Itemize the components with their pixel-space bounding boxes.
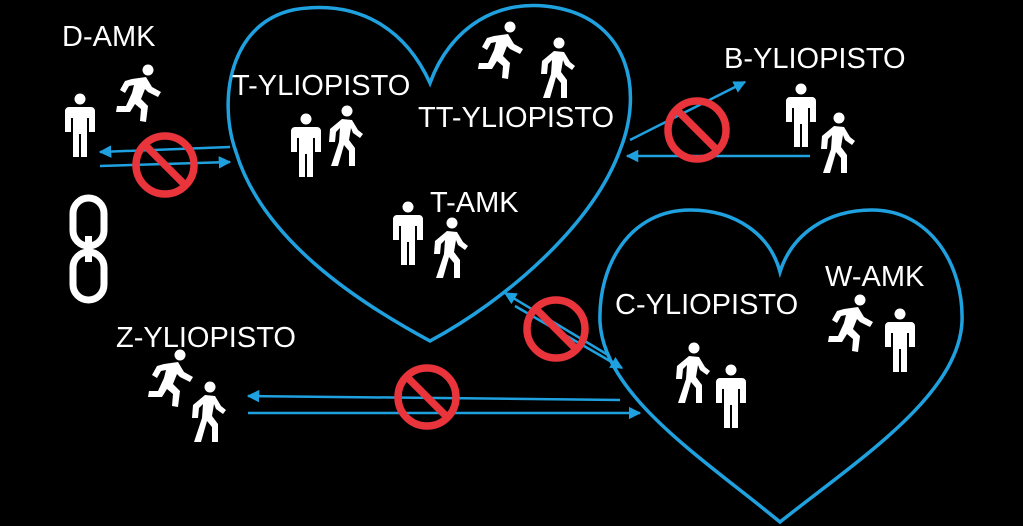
- label-b-yliopisto: B-YLIOPISTO: [724, 43, 906, 75]
- heart-left: [226, 3, 633, 343]
- label-d-amk: D-AMK: [62, 21, 156, 53]
- arrow-c-to-t: [503, 291, 609, 357]
- standing-person-icon: [716, 364, 746, 428]
- chain-link-icon: [69, 194, 108, 304]
- walking-person-icon: [329, 105, 363, 166]
- running-person-icon: [116, 64, 161, 122]
- prohibition-sign-icon: [668, 101, 726, 159]
- arrow-t-to-d: [98, 145, 231, 158]
- label-c-yliopisto: C-YLIOPISTO: [615, 289, 798, 321]
- standing-person-icon: [885, 308, 915, 372]
- running-person-icon: [148, 349, 193, 407]
- arrow-tt-to-b: [629, 80, 747, 142]
- running-person-icon: [828, 294, 873, 352]
- walking-person-icon: [676, 342, 710, 403]
- standing-person-icon: [291, 113, 321, 177]
- walking-person-icon: [541, 37, 575, 98]
- walking-person-icon: [434, 217, 468, 278]
- heart-right: [598, 208, 964, 525]
- arrow-c-to-z: [246, 389, 621, 403]
- standing-person-icon: [65, 93, 95, 157]
- standing-person-icon: [393, 201, 423, 265]
- prohibition-sign-icon: [527, 300, 585, 358]
- label-t-yliopisto: T-YLIOPISTO: [232, 70, 410, 102]
- standing-person-icon: [786, 83, 816, 147]
- running-person-icon: [478, 21, 523, 79]
- walking-person-icon: [192, 381, 226, 442]
- people: [65, 21, 915, 442]
- label-z-yliopisto: Z-YLIOPISTO: [116, 322, 296, 354]
- label-tt-yliopisto: TT-YLIOPISTO: [418, 102, 614, 134]
- label-t-amk: T-AMK: [430, 187, 519, 219]
- label-w-amk: W-AMK: [825, 261, 925, 293]
- walking-person-icon: [821, 112, 855, 173]
